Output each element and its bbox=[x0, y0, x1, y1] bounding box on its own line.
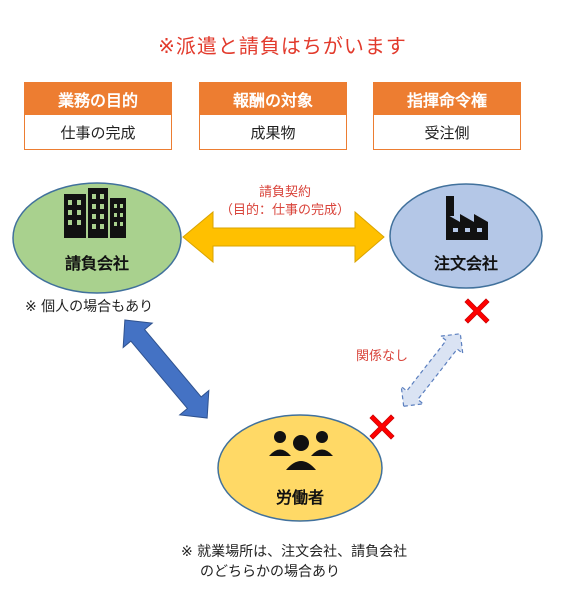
page-title: ※派遣と請負はちがいます bbox=[158, 34, 407, 58]
box-business-purpose: 業務の目的 仕事の完成 bbox=[24, 82, 172, 150]
box-value: 仕事の完成 bbox=[25, 115, 171, 149]
office-buildings-icon bbox=[64, 188, 126, 238]
contract-arrow bbox=[182, 210, 385, 264]
box-value: 成果物 bbox=[200, 115, 346, 149]
contractor-note: ※ 個人の場合もあり bbox=[25, 299, 154, 315]
contract-purpose-label: （目的：仕事の完成） bbox=[219, 203, 350, 218]
employment-arrow bbox=[122, 319, 210, 419]
contractor-label: 請負会社 bbox=[64, 254, 129, 273]
factory-icon bbox=[446, 196, 488, 240]
client-label: 注文会社 bbox=[433, 254, 498, 273]
worker-note-line1: ※ 就業場所は、注文会社、請負会社 bbox=[181, 544, 408, 560]
box-value: 受注側 bbox=[374, 115, 520, 149]
contract-label: 請負契約 bbox=[258, 185, 311, 200]
box-header: 指揮命令権 bbox=[374, 83, 520, 115]
people-group-icon bbox=[269, 431, 333, 470]
box-header: 業務の目的 bbox=[25, 83, 171, 115]
no-relation-arrow bbox=[400, 333, 464, 407]
no-relation-label: 関係なし bbox=[356, 349, 409, 364]
box-header: 報酬の対象 bbox=[200, 83, 346, 115]
worker-note-line2: のどちらかの場合あり bbox=[200, 564, 340, 580]
box-payment-target: 報酬の対象 成果物 bbox=[199, 82, 347, 150]
cross-mark-icon bbox=[464, 298, 490, 324]
worker-label: 労働者 bbox=[275, 488, 324, 507]
cross-mark-icon bbox=[369, 414, 395, 440]
box-command-authority: 指揮命令権 受注側 bbox=[373, 82, 521, 150]
